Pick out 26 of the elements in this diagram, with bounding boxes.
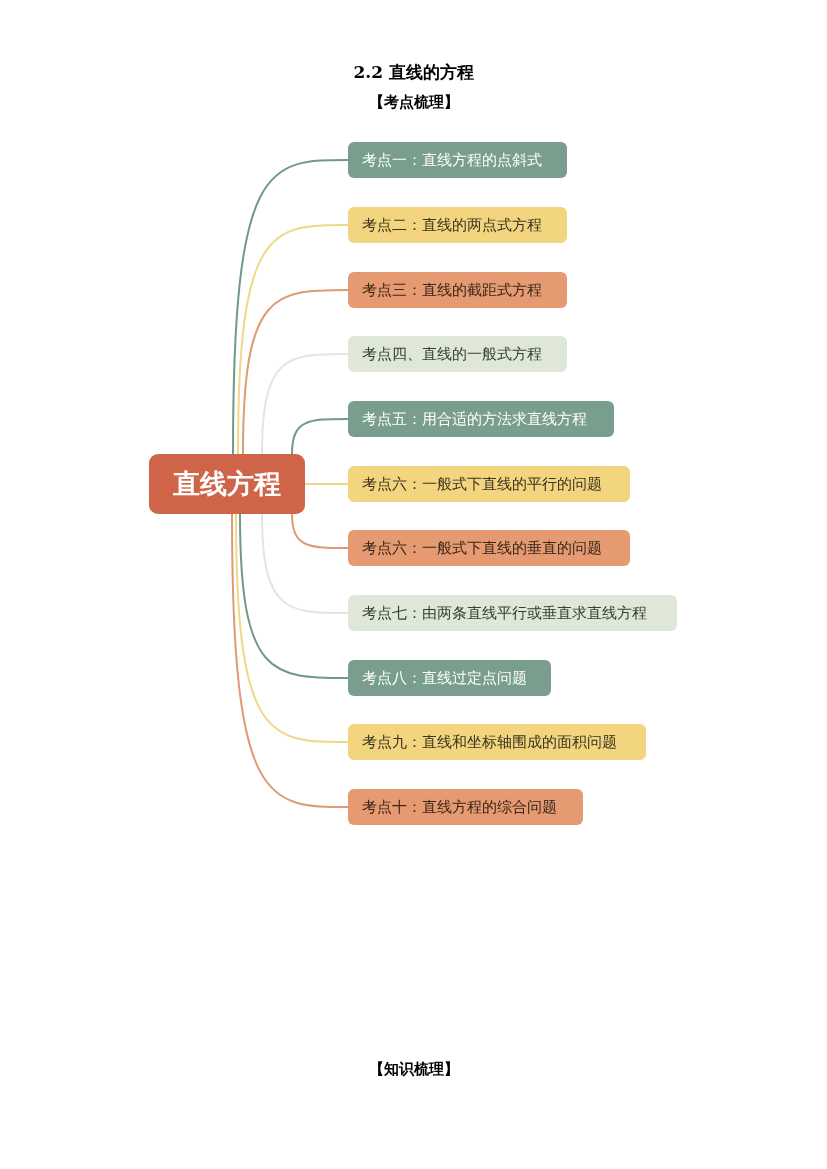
branch-line: [261, 513, 349, 614]
branch-line: [242, 289, 349, 455]
topic-box: 考点四、直线的一般式方程: [348, 336, 567, 372]
topic-box: 考点六：一般式下直线的平行的问题: [348, 466, 630, 502]
branch-line: [232, 159, 349, 455]
section-heading: 【知识梳理】: [369, 1060, 459, 1079]
branch-line: [231, 513, 349, 808]
topic-box: 考点八：直线过定点问题: [348, 660, 551, 696]
topic-box: 考点一：直线方程的点斜式: [348, 142, 567, 178]
section-title: 2.2 直线的方程: [353, 61, 474, 84]
branch-line: [291, 513, 349, 549]
topic-box: 考点六：一般式下直线的垂直的问题: [348, 530, 630, 566]
topic-box: 考点九：直线和坐标轴围成的面积问题: [348, 724, 646, 760]
topic-box: 考点三：直线的截距式方程: [348, 272, 567, 308]
branch-line: [239, 513, 349, 679]
branch-line: [304, 483, 349, 485]
central-topic-box: 直线方程: [149, 454, 305, 514]
topic-box: 考点十：直线方程的综合问题: [348, 789, 583, 825]
branch-line: [291, 418, 349, 455]
branch-line: [237, 224, 349, 455]
section-heading: 【考点梳理】: [369, 93, 459, 112]
branch-line: [235, 513, 349, 743]
branch-line: [261, 353, 349, 455]
topic-box: 考点二：直线的两点式方程: [348, 207, 567, 243]
topic-box: 考点七：由两条直线平行或垂直求直线方程: [348, 595, 677, 631]
topic-box: 考点五：用合适的方法求直线方程: [348, 401, 614, 437]
